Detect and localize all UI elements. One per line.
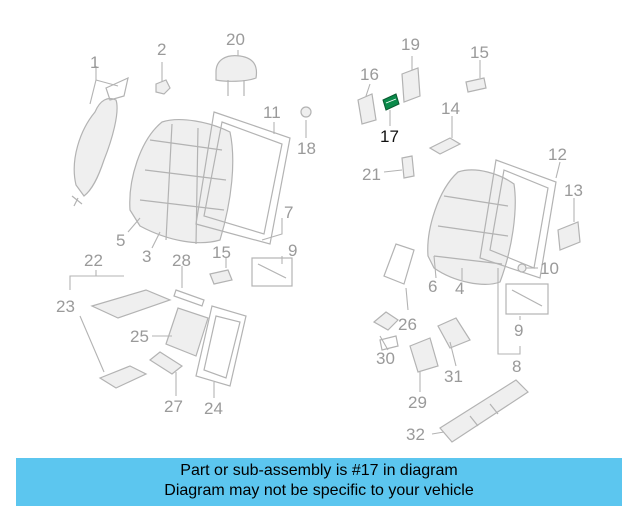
part-6-bracket <box>383 243 415 285</box>
label-19[interactable]: 19 <box>401 35 420 54</box>
label-11[interactable]: 11 <box>263 103 281 122</box>
label-30[interactable]: 30 <box>376 349 395 368</box>
banner-line-2: Diagram may not be specific to your vehi… <box>164 482 474 499</box>
part-22-pad <box>90 289 172 319</box>
banner-line-1: Part or sub-assembly is #17 in diagram <box>180 462 458 479</box>
label-2[interactable]: 2 <box>157 40 166 59</box>
label-29[interactable]: 29 <box>408 393 427 412</box>
label-4[interactable]: 4 <box>455 279 464 298</box>
label-5[interactable]: 5 <box>116 231 125 250</box>
part-4-seatback-cushion-right <box>427 169 516 285</box>
label-9-right[interactable]: 9 <box>514 321 523 340</box>
label-14[interactable]: 14 <box>441 99 460 118</box>
label-8[interactable]: 8 <box>512 357 521 376</box>
label-3[interactable]: 3 <box>142 247 151 266</box>
label-26[interactable]: 26 <box>398 315 417 334</box>
part-25-panel <box>165 307 209 357</box>
part-16-bracket <box>357 93 377 125</box>
label-16[interactable]: 16 <box>360 65 379 84</box>
part-26-cover <box>372 311 399 331</box>
part-17-bolt-highlight <box>382 93 400 111</box>
label-1[interactable]: 1 <box>90 53 99 72</box>
label-15-left[interactable]: 15 <box>212 243 231 262</box>
part-23-tray <box>98 365 148 389</box>
part-18-clip <box>300 106 312 118</box>
part-labels: 1 2 20 11 18 5 3 7 9 22 23 28 15 25 27 2… <box>56 30 583 444</box>
label-23[interactable]: 23 <box>56 297 75 316</box>
label-7[interactable]: 7 <box>284 203 293 222</box>
part-10-clip <box>517 263 527 273</box>
part-3-seatback-cushion <box>129 119 234 245</box>
label-28[interactable]: 28 <box>172 251 191 270</box>
label-20[interactable]: 20 <box>226 30 245 49</box>
part-2-knob <box>155 79 171 95</box>
part-19-latch <box>401 67 421 103</box>
part-13-side-cover <box>557 221 581 251</box>
part-28-strip <box>173 289 205 307</box>
part-27-cover <box>148 351 184 375</box>
label-9-left[interactable]: 9 <box>288 241 297 260</box>
part-15-bolt-right <box>465 77 487 93</box>
part-30-clip <box>379 335 399 351</box>
part-20-headrest <box>215 55 258 96</box>
label-12[interactable]: 12 <box>548 145 567 164</box>
label-10[interactable]: 10 <box>540 259 559 278</box>
label-22[interactable]: 22 <box>84 251 103 270</box>
part-21-bushing <box>401 155 415 179</box>
label-18[interactable]: 18 <box>297 139 316 158</box>
part-32-trim-strip <box>439 379 529 443</box>
part-24-back-panel <box>195 305 247 387</box>
parts-diagram: 1 2 20 11 18 5 3 7 9 22 23 28 15 25 27 2… <box>56 30 583 444</box>
label-24[interactable]: 24 <box>204 399 223 418</box>
label-6[interactable]: 6 <box>428 277 437 296</box>
info-banner: Part or sub-assembly is #17 in diagram D… <box>16 458 622 506</box>
label-15-right[interactable]: 15 <box>470 43 489 62</box>
part-29-bracket <box>409 337 439 373</box>
label-27[interactable]: 27 <box>164 397 183 416</box>
label-31[interactable]: 31 <box>444 367 463 386</box>
part-15-bolt-left <box>209 269 233 285</box>
part-11-seatback-frame <box>195 111 291 245</box>
label-17-highlighted[interactable]: 17 <box>380 127 399 146</box>
part-9-kit-left <box>251 257 293 287</box>
label-32[interactable]: 32 <box>406 425 425 444</box>
part-1-side-trim <box>71 76 129 207</box>
part-31-trim <box>437 317 471 349</box>
label-21[interactable]: 21 <box>362 165 381 184</box>
label-13[interactable]: 13 <box>564 181 583 200</box>
label-25[interactable]: 25 <box>130 327 149 346</box>
leader-lines <box>69 50 575 435</box>
part-14-hinge <box>428 137 462 155</box>
part-9-kit-right <box>505 283 549 315</box>
